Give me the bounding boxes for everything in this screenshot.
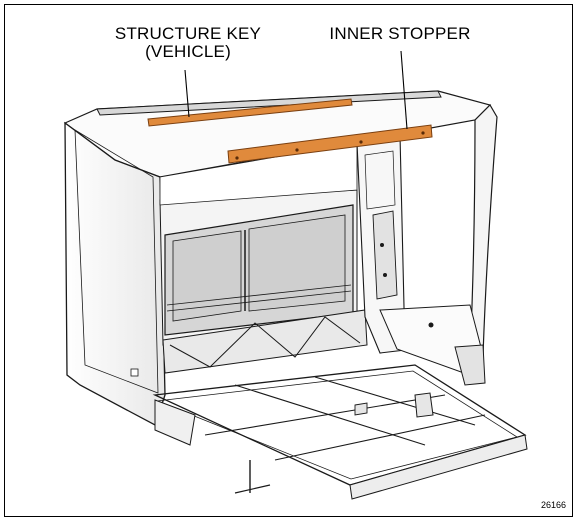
structure-key-leader — [184, 69, 190, 118]
frame-diagram — [63, 50, 528, 500]
lower-truss-panel — [162, 309, 368, 374]
figure-frame: STRUCTURE KEY (VEHICLE) INNER STOPPER 26… — [4, 4, 573, 517]
structure-key-highlight — [147, 98, 353, 127]
structure-key-label: STRUCTURE KEY (VEHICLE) — [103, 25, 273, 61]
structure-key-label-line2: (VEHICLE) — [145, 42, 231, 61]
inner-stopper-bolts — [235, 131, 425, 160]
structure-key-label-line1: STRUCTURE KEY — [114, 24, 262, 43]
roof-rail — [96, 90, 442, 116]
figure-number: 26166 — [540, 500, 566, 510]
inner-stopper-label-text: INNER STOPPER — [329, 24, 471, 43]
inner-stopper-highlight — [227, 124, 433, 164]
inner-stopper-leader — [400, 50, 408, 130]
inner-stopper-label: INNER STOPPER — [315, 25, 485, 43]
side-marker-light — [130, 368, 139, 377]
